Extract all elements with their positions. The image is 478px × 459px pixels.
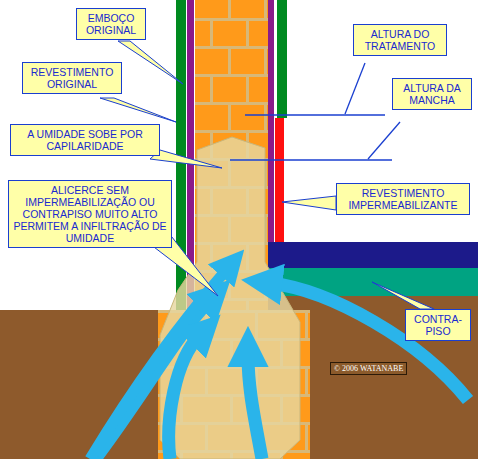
mortar: [195, 0, 268, 18]
brick: [231, 49, 264, 74]
moisture-arrows: [90, 255, 468, 459]
waterproof-coating: [275, 118, 284, 242]
brick: [283, 453, 310, 459]
callout-text: REVESTIMENTO IMPERMEABILIZANTE: [341, 187, 465, 211]
brick: [231, 105, 264, 130]
brick: [195, 77, 210, 102]
mortar: [195, 74, 268, 102]
brick: [231, 0, 264, 18]
callout-text: EMBOÇO ORIGINAL: [81, 12, 141, 36]
brick: [308, 425, 310, 450]
original-plaster: [268, 0, 274, 118]
original-plaster: [268, 118, 274, 242]
brick: [249, 21, 268, 46]
callout-box: REVESTIMENTO IMPERMEABILIZANTE: [336, 183, 470, 215]
callout-box: ALTURA DO TRATAMENTO: [353, 24, 447, 56]
leader-lines: [230, 63, 400, 160]
brick: [267, 0, 268, 18]
mortar: [195, 46, 268, 74]
brick: [267, 217, 268, 242]
callout-text: REVESTIMENTO ORIGINAL: [27, 66, 117, 90]
callout-text: ALTURA DO TRATAMENTO: [358, 28, 442, 52]
brick: [213, 77, 246, 102]
callout-box: ALTURA DA MANCHA: [392, 78, 472, 110]
original-coating: [277, 0, 287, 118]
callout-text: A UMIDADE SOBE POR CAPILARIDADE: [15, 128, 155, 152]
brick: [249, 77, 268, 102]
brick: [267, 105, 268, 130]
brick: [195, 0, 228, 18]
brick: [195, 21, 210, 46]
mortar: [195, 102, 268, 130]
callout-box: ALICERCE SEM IMPERMEABILIZAÇÃO OU CONTRA…: [8, 180, 172, 248]
callout-box: EMBOÇO ORIGINAL: [76, 8, 146, 40]
mortar: [195, 18, 268, 46]
callout-box: REVESTIMENTO ORIGINAL: [22, 62, 122, 94]
callout-box: A UMIDADE SOBE POR CAPILARIDADE: [10, 124, 160, 156]
callout-text: CONTRA-PISO: [410, 313, 466, 337]
brick: [308, 369, 310, 394]
brick: [267, 49, 268, 74]
floor-finish: [268, 242, 478, 268]
brick: [195, 49, 228, 74]
callout-text: ALICERCE SEM IMPERMEABILIZAÇÃO OU CONTRA…: [13, 184, 167, 244]
bricks: [158, 0, 310, 459]
moisture-stain: [160, 137, 300, 459]
brick: [195, 105, 228, 130]
callout-text: ALTURA DA MANCHA: [397, 82, 467, 106]
callout-pointers: [100, 41, 434, 309]
brick: [213, 21, 246, 46]
brick: [308, 313, 310, 338]
callout-box: CONTRA-PISO: [405, 309, 471, 341]
brick: [267, 161, 268, 186]
watermark: © 2006 WATANABE: [330, 362, 407, 375]
